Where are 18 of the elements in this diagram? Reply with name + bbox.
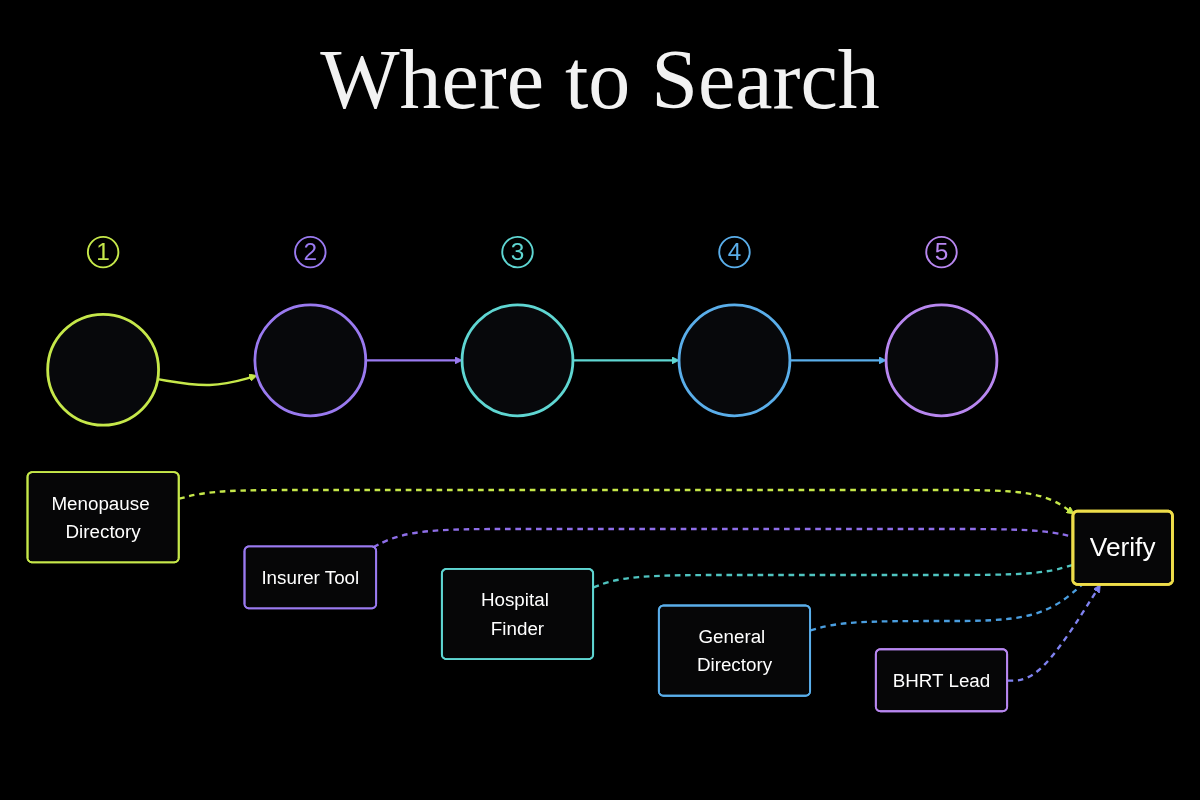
arrow <box>1007 584 1101 682</box>
arrow <box>572 356 680 365</box>
node-circle <box>884 303 999 418</box>
arrow <box>178 488 1075 515</box>
node-circle: 5 <box>925 235 958 269</box>
title: Where to Search <box>320 32 880 128</box>
arrow <box>365 356 463 365</box>
node-circle <box>46 312 160 427</box>
node-circle <box>677 303 792 418</box>
node-circle: 2 <box>294 235 327 269</box>
node-circle <box>460 303 575 418</box>
node-circle: 4 <box>718 235 751 269</box>
connector <box>810 584 1083 632</box>
arrow <box>157 373 258 387</box>
node-circle: 1 <box>86 235 120 269</box>
arrow <box>789 356 887 365</box>
node-circle <box>253 303 368 418</box>
node-circle: 3 <box>501 235 534 269</box>
